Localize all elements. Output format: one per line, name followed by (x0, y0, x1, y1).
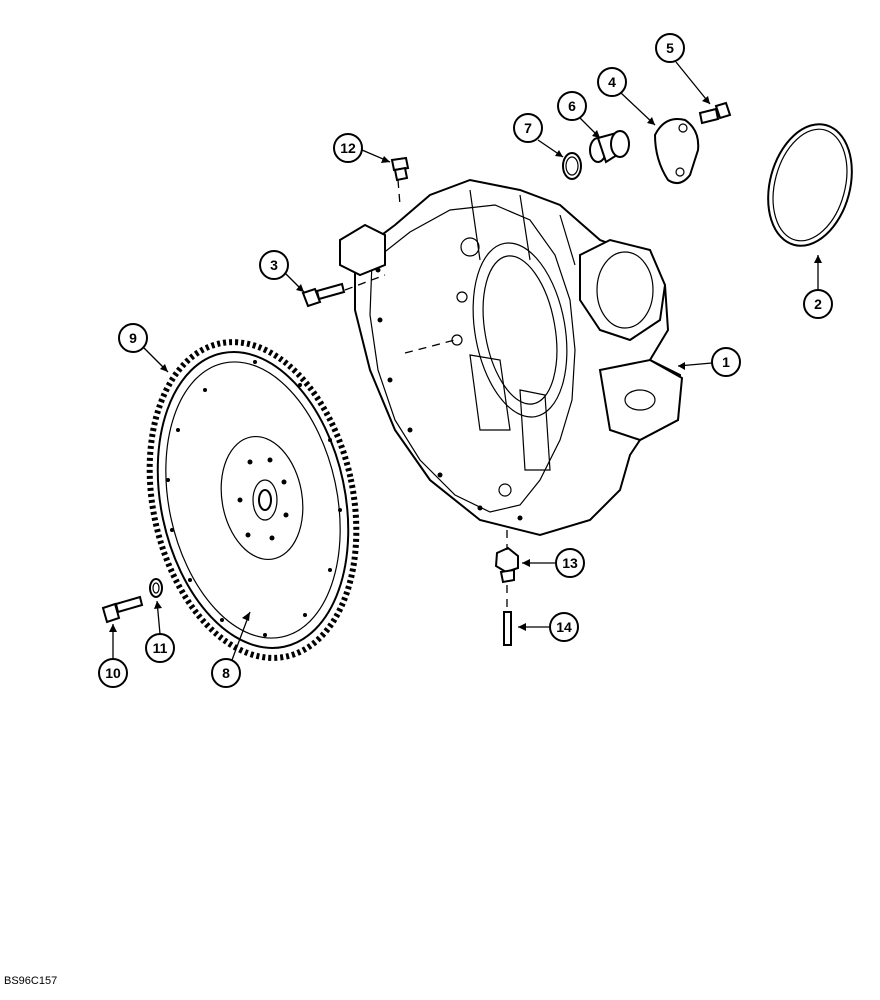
svg-text:7: 7 (524, 120, 532, 136)
svg-text:12: 12 (340, 140, 356, 156)
callout-7: 7 (513, 113, 564, 158)
flywheel-housing (339, 178, 684, 537)
o-ring (562, 152, 582, 180)
svg-text:8: 8 (222, 665, 230, 681)
flywheel (146, 339, 360, 661)
svg-text:10: 10 (105, 665, 121, 681)
svg-text:11: 11 (153, 640, 168, 656)
callout-11: 11 (145, 600, 175, 663)
svg-text:4: 4 (608, 74, 616, 90)
svg-text:2: 2 (814, 296, 822, 312)
housing-bolt (301, 282, 346, 308)
callout-3: 3 (259, 250, 305, 293)
svg-text:5: 5 (666, 40, 674, 56)
drain-fitting (494, 546, 519, 584)
assembly-line (404, 339, 456, 354)
callout-2: 2 (803, 255, 833, 319)
figure-code: BS96C157 (4, 975, 58, 987)
callout-8: 8 (211, 611, 251, 688)
svg-text:6: 6 (568, 98, 576, 114)
svg-text:1: 1 (722, 354, 730, 370)
washer (149, 578, 163, 598)
assembly-line (397, 179, 401, 206)
callout-9: 9 (118, 323, 169, 373)
svg-text:13: 13 (562, 555, 578, 571)
svg-text:3: 3 (270, 257, 278, 273)
svg-text:9: 9 (129, 330, 137, 346)
plug-fitting (390, 156, 410, 182)
cover-bolt (698, 101, 732, 125)
svg-text:14: 14 (556, 619, 572, 635)
o-ring-seal (767, 123, 853, 247)
plug (589, 130, 630, 164)
flywheel-bolt (101, 595, 144, 624)
callout-14: 14 (518, 612, 579, 642)
callout-1: 1 (677, 347, 741, 377)
callout-10: 10 (98, 624, 128, 688)
assembly-line (344, 274, 386, 291)
callout-5: 5 (655, 33, 711, 105)
callout-4: 4 (597, 67, 656, 126)
pin (503, 611, 512, 646)
cover-plate (653, 118, 700, 185)
callout-6: 6 (557, 91, 601, 139)
callout-12: 12 (333, 133, 391, 163)
callout-13: 13 (522, 548, 585, 578)
